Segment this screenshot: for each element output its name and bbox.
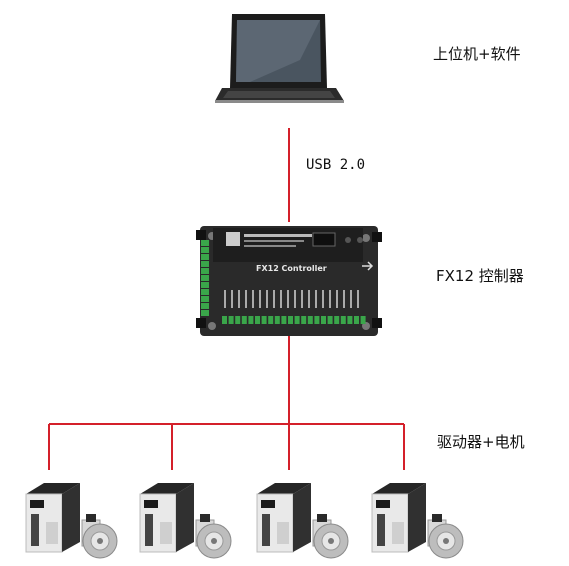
pin-label-mark	[343, 290, 345, 308]
terminal-block	[281, 316, 287, 324]
terminal-block	[360, 316, 366, 324]
terminal-block	[201, 268, 209, 274]
drive-unit	[139, 483, 194, 553]
motor-shaft	[443, 538, 449, 544]
terminal-block	[347, 316, 353, 324]
motor-encoder-cap	[432, 514, 442, 522]
terminal-block	[294, 316, 300, 324]
pin-label-mark	[224, 290, 226, 308]
pin-label-mark	[259, 290, 261, 308]
usb-icon	[362, 261, 374, 271]
pin-label-mark	[329, 290, 331, 308]
drive-side	[408, 483, 426, 552]
pin-label-mark	[322, 290, 324, 308]
terminal-block	[201, 282, 209, 288]
pin-label-mark	[357, 290, 359, 308]
pin-label-mark	[273, 290, 275, 308]
drive-unit	[256, 483, 311, 553]
terminal-block	[201, 240, 209, 246]
controller-title: FX12 Controller	[256, 264, 327, 273]
drive-connector	[31, 514, 39, 546]
drive-display	[261, 500, 275, 508]
terminal-block	[201, 261, 209, 267]
terminal-block	[301, 316, 307, 324]
drive-panel	[160, 522, 172, 544]
terminal-block	[307, 316, 313, 324]
motor-encoder-cap	[86, 514, 96, 522]
terminal-block	[241, 316, 247, 324]
terminal-block	[201, 310, 209, 316]
drive-side	[293, 483, 311, 552]
pin-label-mark	[350, 290, 352, 308]
drive-motor-group	[25, 483, 464, 559]
motor	[427, 514, 464, 559]
terminal-block	[235, 316, 241, 324]
pin-label-mark	[336, 290, 338, 308]
drive-panel	[392, 522, 404, 544]
motor-shaft	[97, 538, 103, 544]
drive-display	[376, 500, 390, 508]
drive-side	[62, 483, 80, 552]
terminal-block	[201, 275, 209, 281]
pin-label-mark	[252, 290, 254, 308]
drive-connector	[145, 514, 153, 546]
terminal-block	[201, 289, 209, 295]
terminal-block	[201, 247, 209, 253]
terminal-block	[288, 316, 293, 324]
motor-shaft	[211, 538, 217, 544]
pin-label-mark	[238, 290, 240, 308]
pin-label-mark	[301, 290, 303, 308]
terminal-block	[327, 316, 333, 324]
terminal-block	[201, 303, 209, 309]
usb-link-label: USB 2.0	[306, 157, 366, 173]
terminal-block	[274, 316, 280, 324]
drive-connector	[377, 514, 385, 546]
terminal-block	[201, 254, 209, 260]
drive-panel	[277, 522, 289, 544]
pin-label-mark	[266, 290, 268, 308]
terminal-block	[354, 316, 359, 324]
terminal-block	[222, 316, 227, 324]
terminal-block	[248, 316, 254, 324]
drive-motor-label: 驱动器+电机	[437, 433, 525, 451]
pin-label-mark	[315, 290, 317, 308]
drive-connector	[262, 514, 270, 546]
drive-display	[144, 500, 158, 508]
terminal-block	[268, 316, 274, 324]
terminal-block	[228, 316, 234, 324]
drive-unit	[25, 483, 80, 553]
motor	[312, 514, 349, 559]
motor-shaft	[328, 538, 334, 544]
terminal-block	[340, 316, 346, 324]
motor	[81, 514, 118, 559]
drive-display	[30, 500, 44, 508]
pin-label-mark	[308, 290, 310, 308]
pin-label-mark	[294, 290, 296, 308]
pin-label-mark	[245, 290, 247, 308]
terminal-block	[314, 316, 320, 324]
connection-lines	[48, 128, 405, 470]
pin-label-mark	[231, 290, 233, 308]
motor-encoder-cap	[200, 514, 210, 522]
company-logo-icon	[226, 232, 240, 246]
terminal-block	[321, 316, 326, 324]
pin-label-mark	[280, 290, 282, 308]
drive-panel	[46, 522, 58, 544]
motor-encoder-cap	[317, 514, 327, 522]
pc-software-label: 上位机+软件	[433, 45, 521, 63]
drive-unit	[371, 483, 426, 553]
controller-label: FX12 控制器	[436, 267, 524, 285]
motor	[195, 514, 232, 559]
terminal-block	[201, 296, 209, 302]
laptop-icon	[215, 14, 344, 103]
terminal-block	[261, 316, 267, 324]
terminal-block	[255, 316, 260, 324]
drive-side	[176, 483, 194, 552]
controller-board: FX12 Controller	[196, 226, 382, 336]
terminal-block	[334, 316, 340, 324]
pin-label-mark	[287, 290, 289, 308]
